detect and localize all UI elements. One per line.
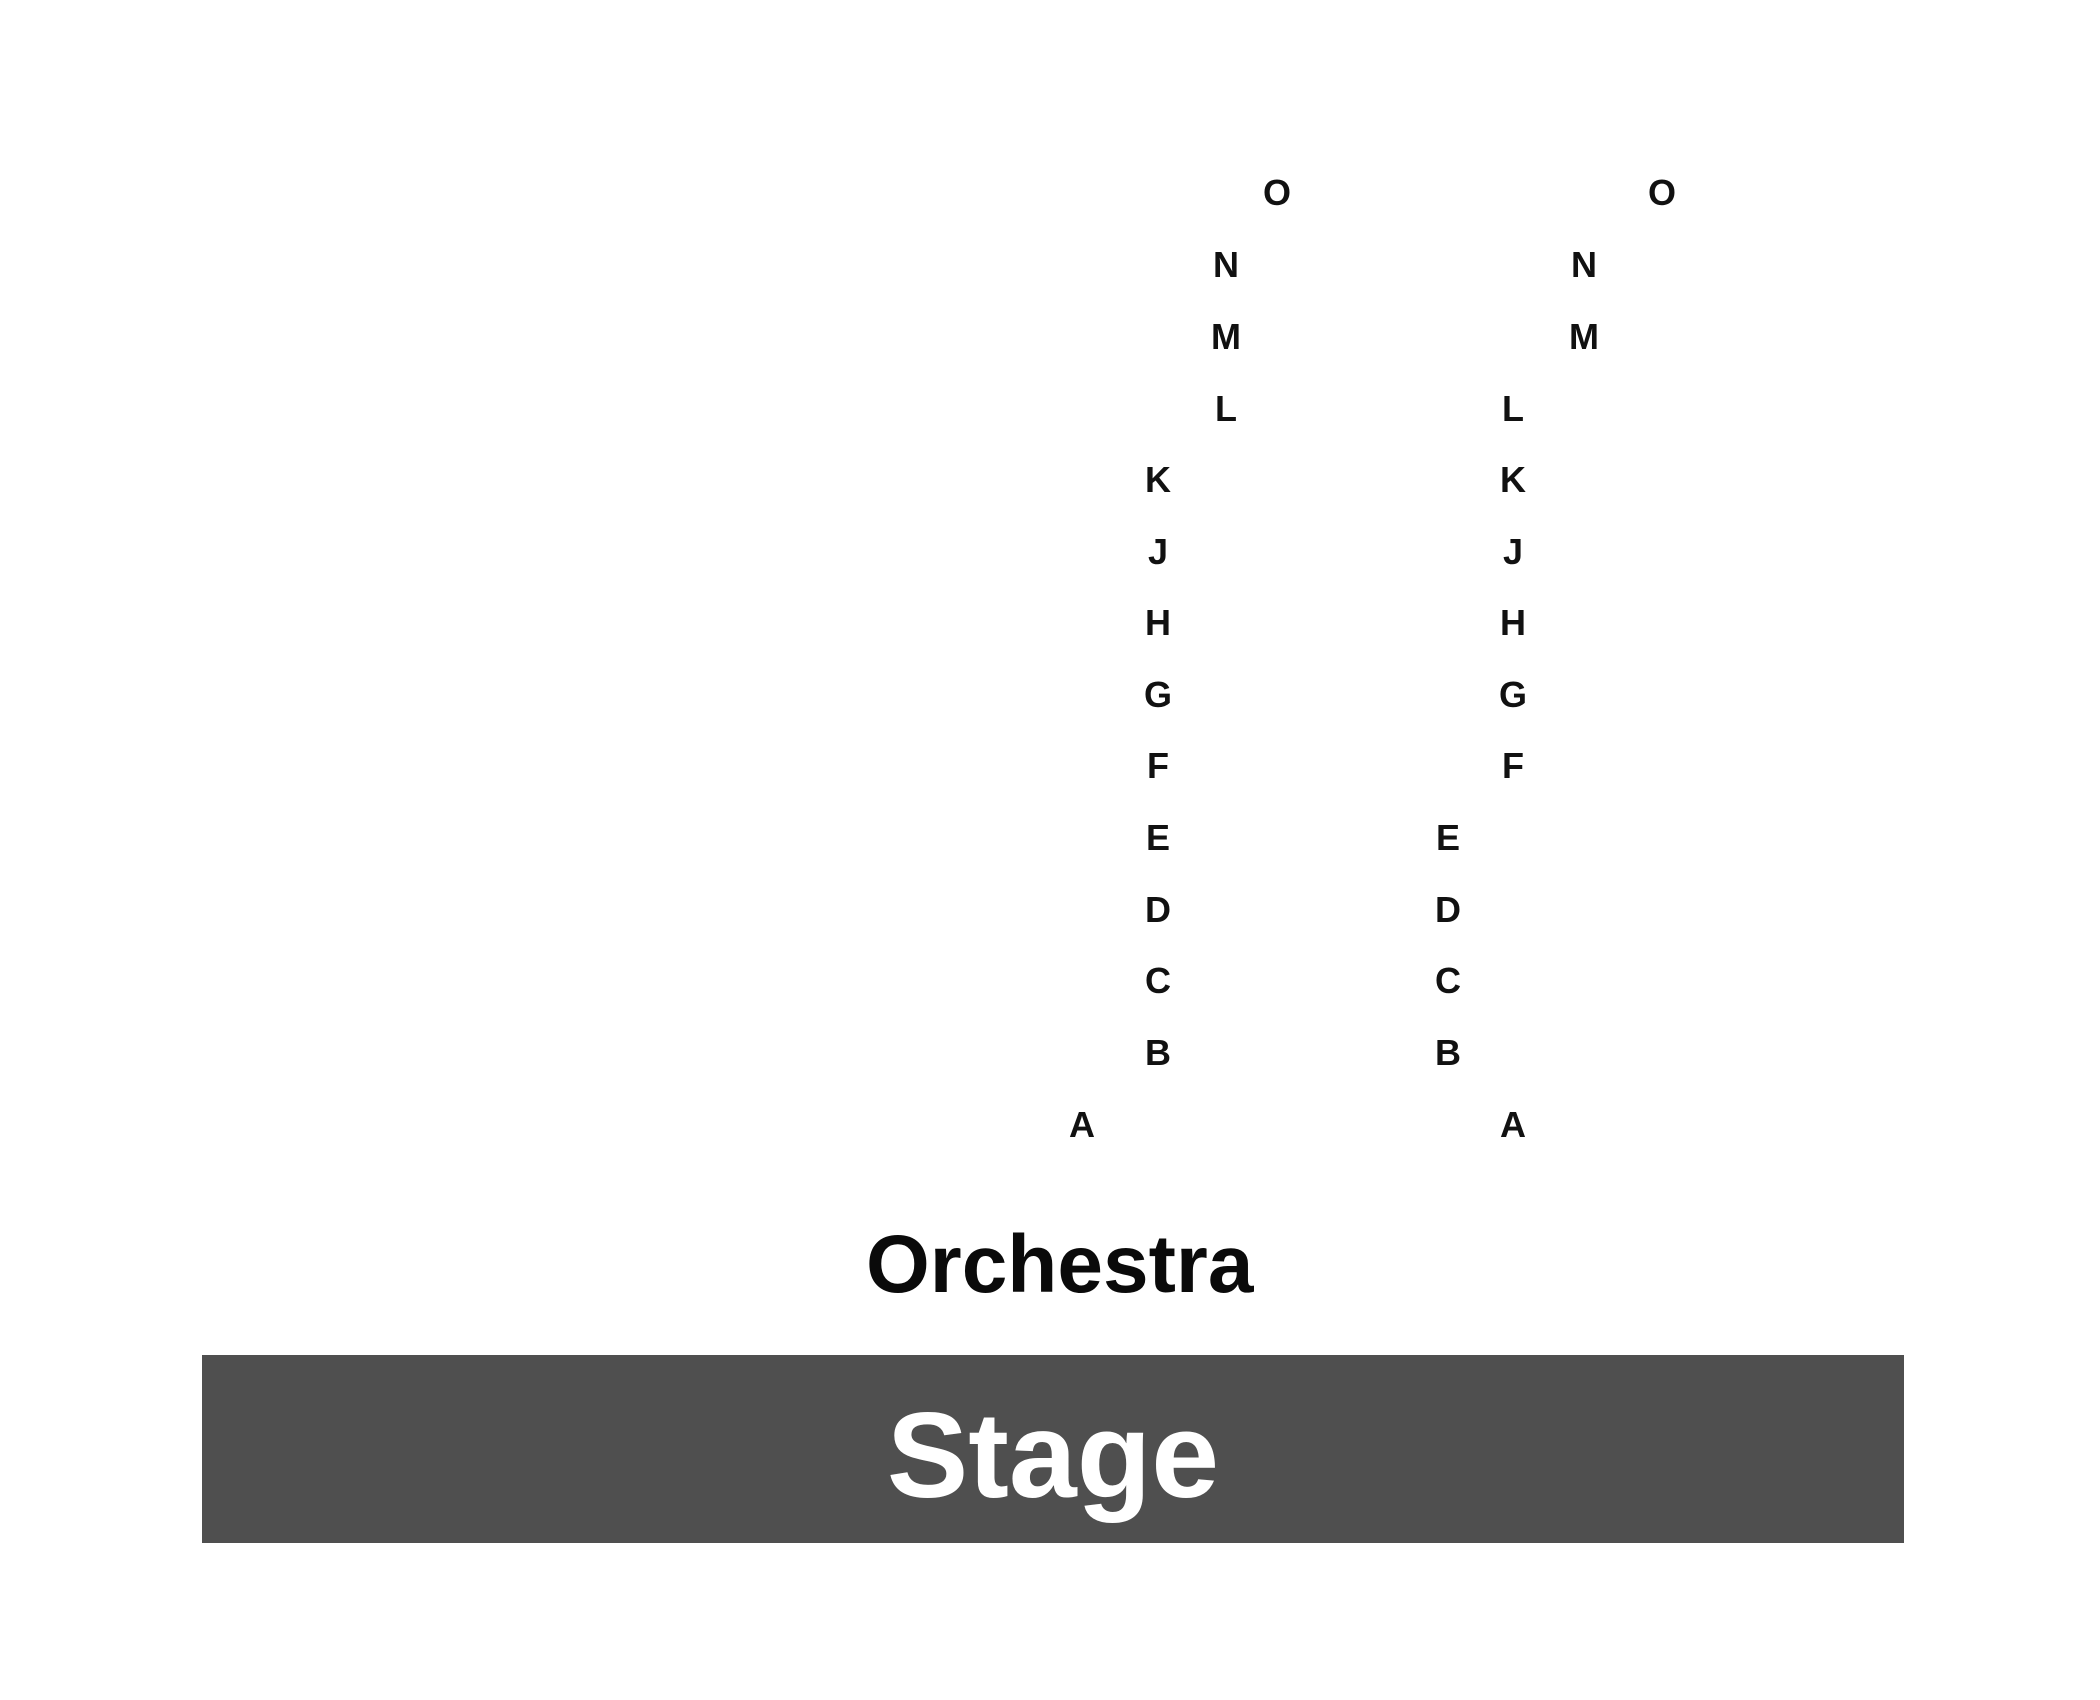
row-label-right-aisle-k: K [1500,459,1526,500]
row-label-left-aisle-c: C [1145,960,1171,1001]
row-label-left-aisle-f: F [1147,745,1169,786]
row-label-right-aisle-o: O [1647,172,1676,213]
row-label-right-aisle-b: B [1435,1032,1461,1073]
row-label-right-aisle-m: M [1569,316,1599,357]
row-label-right-aisle-j: J [1502,531,1524,572]
row-label-left-aisle-j: J [1147,531,1169,572]
row-label-left-aisle-d: D [1145,889,1171,930]
stage-label: Stage [886,1387,1220,1523]
row-label-left-aisle-b: B [1145,1032,1171,1073]
row-label-left-aisle-g: G [1143,674,1172,715]
row-label-right-aisle-f: F [1502,745,1524,786]
row-label-right-aisle-e: E [1435,817,1460,858]
row-label-left-aisle-m: M [1211,316,1241,357]
row-label-left-aisle-l: L [1215,388,1237,429]
row-label-right-aisle-l: L [1502,388,1524,429]
row-label-left-aisle-e: E [1145,817,1170,858]
row-label-left-aisle-a: A [1069,1104,1095,1145]
row-label-right-aisle-n: N [1571,244,1597,285]
row-label-left-aisle-o: O [1262,172,1291,213]
section-label-orchestra: Orchestra [866,1219,1254,1310]
row-label-right-aisle-h: H [1500,602,1526,643]
row-label-left-aisle-n: N [1213,244,1239,285]
row-label-right-aisle-g: G [1498,674,1527,715]
row-label-right-aisle-c: C [1435,960,1461,1001]
stage: Stage [202,1355,1904,1543]
row-label-left-aisle-k: K [1145,459,1171,500]
row-label-right-aisle-d: D [1435,889,1461,930]
row-label-left-aisle-h: H [1145,602,1171,643]
row-label-right-aisle-a: A [1500,1104,1526,1145]
